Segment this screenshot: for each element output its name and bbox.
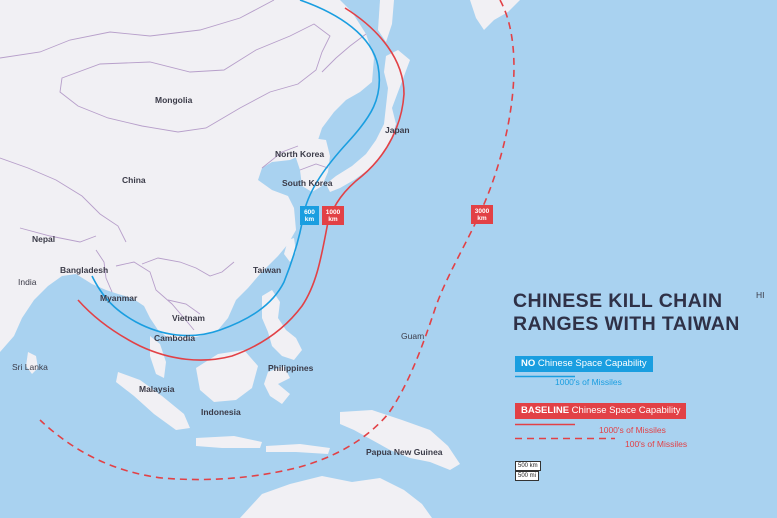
label-nepal: Nepal	[32, 234, 55, 244]
label-vietnam: Vietnam	[172, 313, 205, 323]
label-china: China	[122, 175, 146, 185]
no-space-capability-badge: NO Chinese Space Capability	[515, 356, 653, 372]
red-range-1000km-line	[77, 7, 405, 361]
legend-red-dashed-line	[515, 437, 615, 440]
label-taiwan: Taiwan	[253, 265, 281, 275]
baseline-keyword: BASELINE	[521, 405, 570, 416]
baseline-space-capability-badge: BASELINE Chinese Space Capability	[515, 403, 687, 419]
sulawesi-land	[264, 366, 290, 404]
range-box-1000-unit: km	[328, 216, 338, 223]
sakhalin-land	[378, 0, 394, 42]
label-indonesia: Indonesia	[201, 407, 241, 417]
label-south-korea: South Korea	[282, 178, 333, 188]
new-guinea-land	[340, 410, 460, 470]
label-north-korea: North Korea	[275, 149, 324, 159]
range-box-3000-unit: km	[477, 215, 487, 222]
scale-bar-mi: 500 mi	[515, 471, 540, 481]
sumatra-land	[116, 372, 190, 430]
label-bangladesh: Bangladesh	[60, 265, 108, 275]
range-box-1000: 1000 km	[322, 206, 344, 225]
legend-blue-solid-line	[515, 375, 575, 378]
philippines-land	[262, 290, 302, 360]
legend-row-baseline-1000s: 1000's of Missiles	[515, 423, 685, 437]
country-borders	[0, 0, 367, 331]
label-india: India	[18, 277, 37, 287]
legend-no-space-missiles-text: 1000's of Missiles	[555, 377, 622, 387]
no-keyword: NO	[521, 358, 536, 369]
label-myanmar: Myanmar	[100, 293, 138, 303]
malay-peninsula-land	[150, 336, 166, 378]
legend-red-solid-line	[515, 423, 575, 426]
range-box-600: 600 km	[300, 206, 319, 225]
range-box-3000: 3000 km	[471, 205, 493, 224]
australia-land	[240, 476, 432, 518]
asia-landmass	[0, 0, 374, 352]
baseline-space-text: Chinese Space Capability	[569, 405, 681, 416]
legend-title-line2: RANGES WITH TAIWAN	[513, 313, 740, 335]
java-land	[196, 436, 262, 448]
sri-lanka-land	[26, 352, 38, 374]
label-mongolia: Mongolia	[155, 95, 193, 105]
lesser-sunda-land	[266, 444, 330, 454]
label-malaysia: Malaysia	[139, 384, 175, 394]
label-cambodia: Cambodia	[154, 333, 195, 343]
range-box-1000-value: 1000	[326, 209, 341, 216]
no-space-text: Chinese Space Capability	[535, 358, 647, 369]
label-guam: Guam	[401, 331, 424, 341]
japan-land	[326, 50, 410, 192]
label-papua-new-guinea: Papua New Guinea	[366, 447, 443, 457]
red-range-3000km-dashed-line	[39, 0, 515, 481]
label-japan: Japan	[385, 125, 410, 135]
legend-title-line1: CHINESE KILL CHAIN	[513, 290, 723, 312]
range-box-600-value: 600	[304, 209, 315, 216]
legend-title: CHINESE KILL CHAIN RANGES WITH TAIWAN	[513, 290, 740, 336]
label-hawaii: HI	[756, 290, 765, 300]
legend-baseline-1000s-text: 1000's of Missiles	[599, 425, 666, 435]
range-box-600-unit: km	[305, 216, 315, 223]
legend-row-no-space-missiles: 1000's of Missiles	[515, 375, 685, 389]
label-sri-lanka: Sri Lanka	[12, 362, 48, 372]
legend-row-baseline-100s: 100's of Missiles	[515, 437, 688, 451]
range-box-3000-value: 3000	[475, 208, 490, 215]
legend-baseline-100s-text: 100's of Missiles	[625, 439, 688, 449]
scale-bar-km: 500 km	[515, 461, 541, 471]
blue-range-600km-line	[91, 0, 381, 337]
kamchatka-land	[470, 0, 520, 30]
borneo-land	[196, 350, 258, 402]
label-philippines: Philippines	[268, 363, 314, 373]
